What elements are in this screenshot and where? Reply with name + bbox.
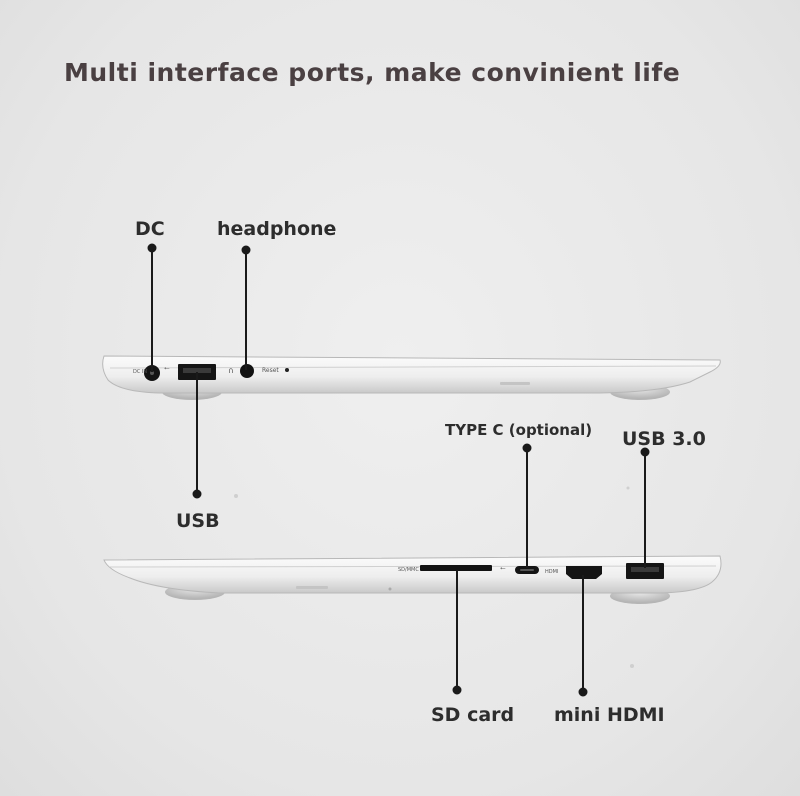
laptop-right-side: SD/MMC ⭠ HDMI <box>103 555 722 604</box>
usb3-pointer-dot <box>640 447 650 457</box>
usb-symbol-icon: ⭠ <box>164 364 170 372</box>
hdmi-marking: HDMI <box>545 569 558 575</box>
mini-hdmi-pointer-dot <box>578 687 588 697</box>
usb-pointer-dot <box>192 489 202 499</box>
dc-label: DC <box>135 218 165 240</box>
usb3-port-tongue <box>631 567 659 572</box>
usb-symbol-icon: ⭠ <box>500 564 506 572</box>
sd-card-slot <box>420 565 492 571</box>
laptop-seam <box>109 565 717 568</box>
headphone-label: headphone <box>217 218 337 240</box>
headphone-port <box>240 364 254 378</box>
vent-slot <box>500 382 530 385</box>
type-c-tongue <box>520 569 534 571</box>
sd-card-pointer-dot <box>452 685 462 695</box>
headphone-pointer-dot <box>241 245 251 255</box>
mini-hdmi-port <box>566 566 602 579</box>
dc-pointer-dot <box>147 243 157 253</box>
type-c-label: TYPE C (optional) <box>445 421 593 439</box>
mini-hdmi-label: mini HDMI <box>554 704 665 726</box>
background-specks <box>234 486 634 668</box>
headphone-icon: ∩ <box>228 366 234 375</box>
vent-slot <box>296 586 328 589</box>
pointer-lines <box>147 243 650 697</box>
laptop-body <box>102 355 721 394</box>
headline: Multi interface ports, make convinient l… <box>64 58 681 87</box>
sd-card-label: SD card <box>431 704 515 726</box>
sd-marking: SD/MMC <box>398 567 419 573</box>
type-c-pointer-dot <box>522 443 532 453</box>
usb-label: USB <box>176 510 220 532</box>
usb3-label: USB 3.0 <box>622 428 706 450</box>
usb-port-tongue <box>183 368 211 373</box>
reset-hole <box>285 368 289 372</box>
laptop-body <box>103 555 722 594</box>
dc-in-marking: DC IN <box>133 369 147 375</box>
indicator-light <box>388 587 392 591</box>
reset-marking: Reset <box>262 367 279 374</box>
laptop-left-side: DC IN ⭠ ∩ Reset <box>102 355 721 400</box>
